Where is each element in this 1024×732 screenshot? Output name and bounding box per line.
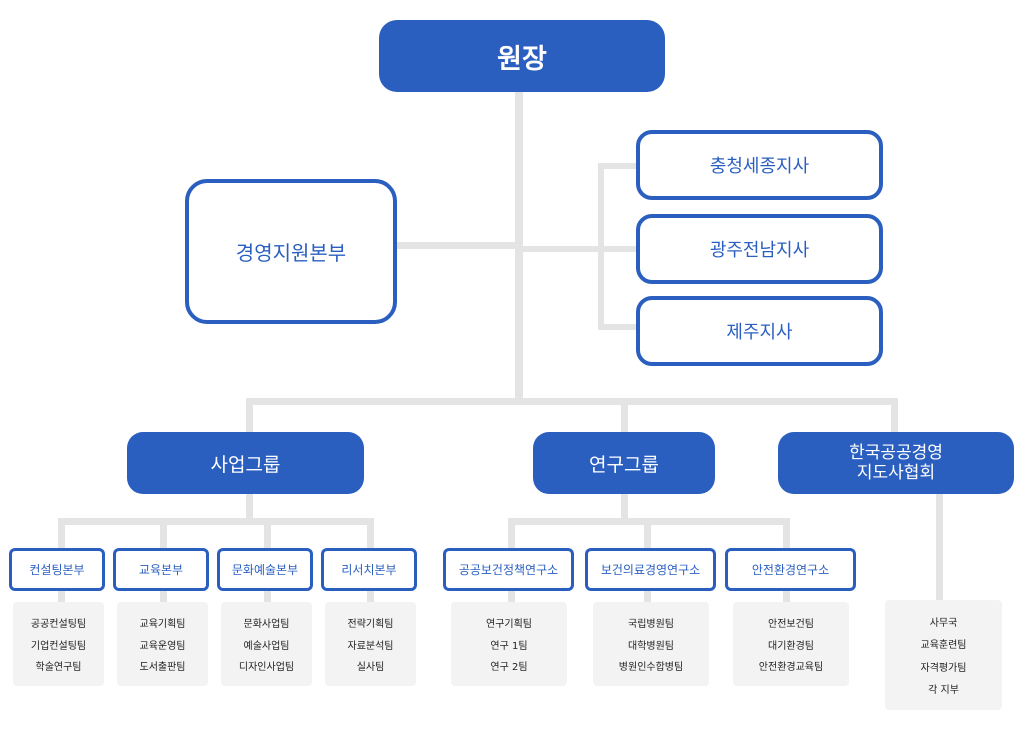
- group-business-box: 사업그룹: [127, 432, 364, 494]
- team-item: 연구 1팀: [490, 640, 528, 652]
- connector-group-research: [621, 398, 628, 434]
- branch-label: 제주지사: [726, 322, 793, 343]
- connector-association-drop: [936, 492, 943, 602]
- division-label: 보건의료경영연구소: [600, 563, 701, 577]
- team-list-association: 사무국 교육훈련팀 자격평가팀 각 지부: [885, 600, 1002, 710]
- management-box: 경영지원본부: [185, 179, 397, 324]
- division-label: 컨설팅본부: [29, 563, 85, 577]
- team-item: 실사팀: [356, 662, 385, 674]
- connector-business-leg-2: [160, 518, 167, 550]
- connector-groups-horizontal: [246, 398, 898, 405]
- team-item: 대기환경팀: [768, 640, 814, 652]
- division-box-1: 컨설팅본부: [9, 548, 105, 591]
- team-item: 안전보건팀: [768, 618, 814, 630]
- connector-business-drop: [246, 492, 253, 520]
- team-item: 교육훈련팀: [920, 640, 967, 652]
- team-item: 디자인사업팀: [238, 662, 295, 674]
- team-item: 교육기획팀: [139, 618, 186, 630]
- team-item: 교육운영팀: [139, 640, 186, 652]
- team-item: 자료분석팀: [347, 640, 394, 652]
- connector-research-drop: [621, 492, 628, 520]
- team-item: 사무국: [929, 617, 958, 629]
- connector-business-leg-4: [367, 518, 374, 550]
- team-list-4: 전략기획팀 자료분석팀 실사팀: [325, 602, 416, 686]
- director-label: 원장: [497, 43, 547, 75]
- branch-box-1: 충청세종지사: [636, 130, 883, 200]
- branch-box-3: 제주지사: [636, 296, 883, 366]
- group-association-label: 한국공공경영 지도사협회: [849, 442, 943, 483]
- connector-research-leg-1: [508, 518, 515, 550]
- division-label: 안전환경연구소: [751, 563, 830, 577]
- connector-branch-stub-1: [598, 163, 640, 169]
- branch-box-2: 광주전남지사: [636, 214, 883, 284]
- connector-branch-stub-2: [598, 246, 640, 252]
- division-box-4: 리서치본부: [321, 548, 417, 591]
- team-list-7: 안전보건팀 대기환경팀 안전환경교육팀: [733, 602, 849, 686]
- connector-research-leg-2: [644, 518, 651, 550]
- group-business-label: 사업그룹: [210, 453, 281, 476]
- division-box-6: 보건의료경영연구소: [585, 548, 716, 591]
- connector-team-7: [783, 590, 790, 606]
- connector-team-3: [264, 590, 271, 606]
- team-item: 안전환경교육팀: [758, 662, 824, 674]
- group-research-box: 연구그룹: [533, 432, 715, 494]
- connector-branch-stub-3: [598, 324, 640, 330]
- branch-label: 광주전남지사: [709, 240, 810, 261]
- team-item: 병원인수합병팀: [618, 662, 684, 674]
- team-item: 공공컨설팅팀: [30, 618, 87, 630]
- director-box: 원장: [379, 20, 665, 92]
- connector-team-4: [367, 590, 374, 606]
- connector-business-leg-1: [58, 518, 65, 550]
- team-item: 대학병원팀: [628, 640, 674, 652]
- connector-research-leg-3: [783, 518, 790, 550]
- connector-group-association: [891, 398, 898, 434]
- division-label: 문화예술본부: [231, 563, 299, 577]
- team-list-2: 교육기획팀 교육운영팀 도서출판팀: [117, 602, 208, 686]
- division-label: 교육본부: [138, 563, 184, 577]
- team-item: 학술연구팀: [35, 662, 82, 674]
- team-list-5: 연구기획팀 연구 1팀 연구 2팀: [451, 602, 567, 686]
- connector-group-business: [246, 398, 253, 434]
- connector-management: [397, 242, 519, 249]
- team-item: 기업컨설팅팀: [30, 640, 87, 652]
- connector-team-2: [160, 590, 167, 606]
- connector-branch-link: [519, 246, 598, 252]
- team-list-6: 국립병원팀 대학병원팀 병원인수합병팀: [593, 602, 709, 686]
- branch-label: 충청세종지사: [709, 156, 810, 177]
- team-item: 전략기획팀: [347, 618, 394, 630]
- team-item: 자격평가팀: [920, 662, 967, 674]
- connector-team-6: [644, 590, 651, 606]
- division-box-3: 문화예술본부: [217, 548, 313, 591]
- team-item: 예술사업팀: [243, 640, 290, 652]
- division-label: 공공보건정책연구소: [458, 563, 559, 577]
- team-item: 문화사업팀: [243, 618, 290, 630]
- connector-team-5: [508, 590, 515, 606]
- division-box-2: 교육본부: [113, 548, 209, 591]
- division-box-5: 공공보건정책연구소: [443, 548, 574, 591]
- connector-business-leg-3: [264, 518, 271, 550]
- division-box-7: 안전환경연구소: [725, 548, 856, 591]
- team-item: 각 지부: [928, 685, 959, 697]
- team-item: 연구기획팀: [486, 618, 532, 630]
- group-association-box: 한국공공경영 지도사협회: [778, 432, 1014, 494]
- team-list-3: 문화사업팀 예술사업팀 디자인사업팀: [221, 602, 312, 686]
- team-item: 국립병원팀: [628, 618, 674, 630]
- connector-business-horizontal: [58, 518, 374, 525]
- connector-team-1: [58, 590, 65, 606]
- management-label: 경영지원본부: [235, 241, 347, 265]
- team-item: 연구 2팀: [490, 662, 528, 674]
- division-label: 리서치본부: [341, 563, 397, 577]
- group-research-label: 연구그룹: [589, 453, 659, 476]
- connector-director-trunk: [515, 90, 523, 400]
- team-item: 도서출판팀: [139, 662, 186, 674]
- team-list-1: 공공컨설팅팀 기업컨설팅팀 학술연구팀: [13, 602, 104, 686]
